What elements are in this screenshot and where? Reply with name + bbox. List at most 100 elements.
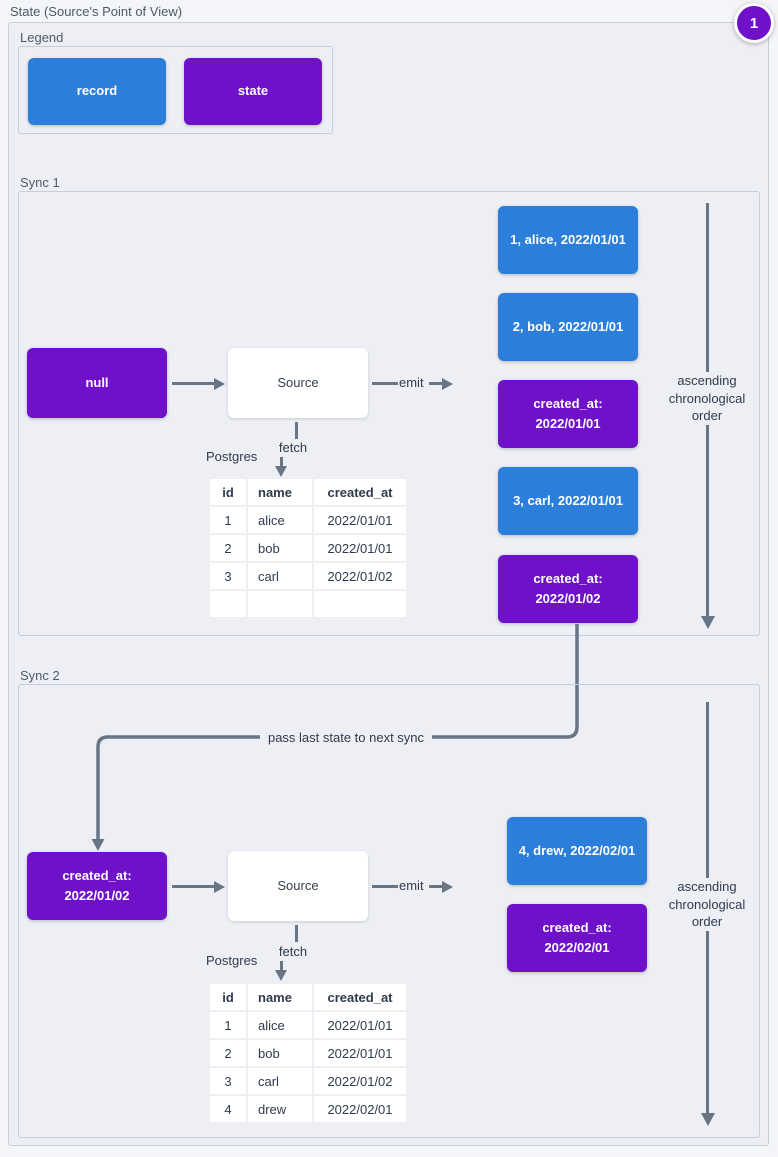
sync1-fetch-label: fetch [278,440,308,455]
sync1-label: Sync 1 [20,175,60,190]
table-cell: 4 [210,1096,246,1122]
table-header-row: id name created_at [210,479,406,505]
sync1-emit-label: emit [399,375,424,390]
arrow-down-icon [275,970,287,981]
pass-state-connector-label: pass last state to next sync [259,730,433,745]
sync2-source-node: Source [228,851,368,921]
sync2-source-label: Source [277,877,319,893]
sync1-order-label: ascending chronological order [657,372,757,425]
table-cell: 2022/01/02 [314,563,406,589]
sync1-emit-line [372,382,398,385]
table-cell: 2022/01/02 [314,1068,406,1094]
arrow-right-icon [214,880,225,893]
sync1-emitted-record-node: 3, carl, 2022/01/01 [498,467,638,535]
column-header: created_at [314,479,406,505]
arrow-right-icon [442,377,453,390]
table-row: 1 alice 2022/01/01 [210,507,406,533]
table-cell: carl [248,1068,312,1094]
sync2-emit-label: emit [399,878,424,893]
table-cell: alice [248,1012,312,1038]
sync1-source-label: Source [277,374,319,390]
table-cell: 1 [210,1012,246,1038]
sync1-postgres-table: id name created_at 1 alice 2022/01/01 2 … [208,477,408,619]
table-cell: 2022/01/01 [314,1040,406,1066]
table-cell [314,591,406,617]
table-cell [210,591,246,617]
legend-label: Legend [20,30,64,45]
arrow-down-icon [700,1113,715,1126]
legend-state-node: state [184,58,322,125]
sync2-emitted-record-label: 4, drew, 2022/02/01 [518,842,636,858]
table-cell: bob [248,535,312,561]
sync1-input-state-label: null [85,374,109,390]
step-badge: 1 [734,3,774,43]
table-cell: 2022/01/01 [314,507,406,533]
table-row: 3 carl 2022/01/02 [210,1068,406,1094]
table-cell: 2022/01/01 [314,1012,406,1038]
column-header: id [210,984,246,1010]
table-row: 4 drew 2022/02/01 [210,1096,406,1122]
sync2-state-to-source-arrow-line [172,885,214,888]
sync2-emitted-record-node: 4, drew, 2022/02/01 [507,817,647,885]
table-cell: 2 [210,1040,246,1066]
arrow-right-icon [442,880,453,893]
legend-record-label: record [76,83,118,99]
sync1-emitted-record-label: 2, bob, 2022/01/01 [512,318,624,334]
sync2-emitted-state-label: created_at: 2022/02/01 [542,919,612,955]
sync2-label: Sync 2 [20,668,60,683]
sync2-postgres-table: id name created_at 1 alice 2022/01/01 2 … [208,982,408,1124]
sync2-fetch-line [295,925,298,942]
sync1-state-to-source-arrow-line [172,382,214,385]
page-title: State (Source's Point of View) [10,4,183,19]
sync2-input-state-label: created_at: 2022/01/02 [62,867,132,903]
table-cell: carl [248,563,312,589]
legend-state-label: state [237,83,269,99]
table-row [210,591,406,617]
sync1-source-node: Source [228,348,368,418]
table-cell: 2022/02/01 [314,1096,406,1122]
sync1-emit-line2 [429,382,442,385]
sync1-fetch-line2 [280,457,283,466]
sync1-db-label: Postgres [206,449,258,464]
sync2-emit-line2 [429,885,442,888]
table-cell [248,591,312,617]
legend-record-node: record [28,58,166,125]
column-header: name [248,984,312,1010]
sync2-db-label: Postgres [206,953,258,968]
sync1-emitted-state-label: created_at: 2022/01/02 [533,570,603,606]
legend-container [18,46,333,134]
table-cell: 2022/01/01 [314,535,406,561]
table-cell: 3 [210,563,246,589]
sync1-input-state-node: null [27,348,167,418]
sync2-fetch-line2 [280,961,283,970]
column-header: id [210,479,246,505]
sync1-emitted-state-node: created_at: 2022/01/01 [498,380,638,448]
sync1-fetch-line [295,422,298,439]
sync1-emitted-record-node: 1, alice, 2022/01/01 [498,206,638,274]
table-cell: 3 [210,1068,246,1094]
step-badge-number: 1 [749,14,759,32]
arrow-down-icon [275,466,287,477]
sync1-emitted-state-node: created_at: 2022/01/02 [498,555,638,623]
sync1-emitted-record-label: 3, carl, 2022/01/01 [513,492,623,508]
column-header: created_at [314,984,406,1010]
table-row: 2 bob 2022/01/01 [210,535,406,561]
table-row: 1 alice 2022/01/01 [210,1012,406,1038]
sync1-emitted-state-label: created_at: 2022/01/01 [533,395,603,431]
sync2-order-label: ascending chronological order [657,878,757,931]
sync2-fetch-label: fetch [278,944,308,959]
column-header: name [248,479,312,505]
table-row: 2 bob 2022/01/01 [210,1040,406,1066]
table-row: 3 carl 2022/01/02 [210,563,406,589]
sync2-input-state-node: created_at: 2022/01/02 [27,852,167,920]
table-cell: 2 [210,535,246,561]
sync1-emitted-record-label: 1, alice, 2022/01/01 [510,231,626,247]
table-cell: drew [248,1096,312,1122]
table-cell: bob [248,1040,312,1066]
arrow-down-icon [700,616,715,629]
sync1-emitted-record-node: 2, bob, 2022/01/01 [498,293,638,361]
table-cell: 1 [210,507,246,533]
table-cell: alice [248,507,312,533]
sync2-emit-line [372,885,398,888]
